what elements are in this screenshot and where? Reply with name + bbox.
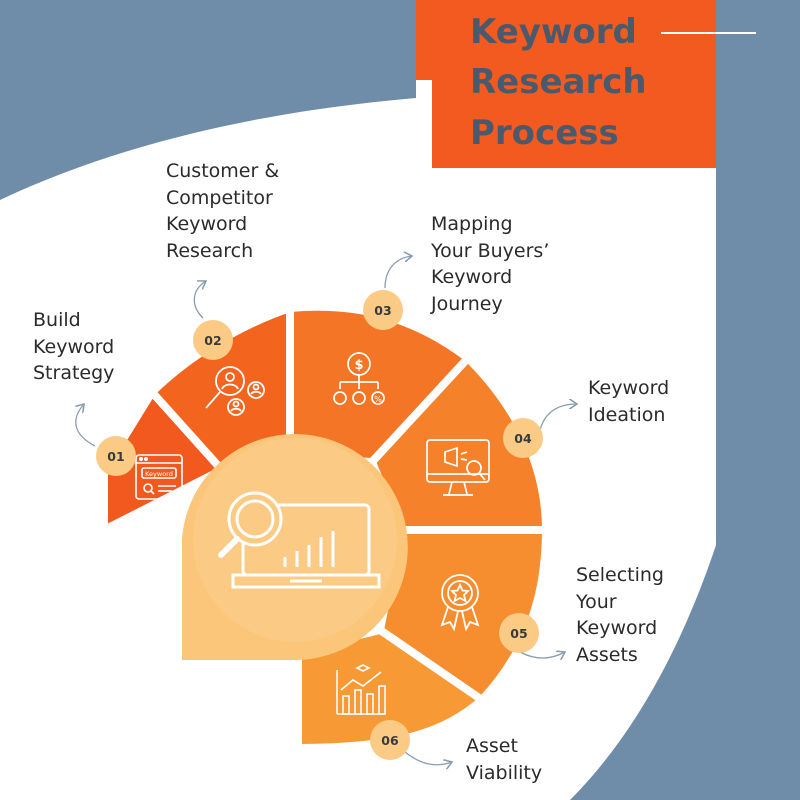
arrow-01 [76, 404, 96, 447]
people-search-icon [205, 366, 265, 416]
step-05-label: Selecting Your Keyword Assets [576, 564, 664, 666]
growth-chart-icon [336, 664, 386, 715]
title-line-2: Research [470, 62, 647, 102]
segments [100, 302, 551, 753]
step-01-label: Build Keyword Strategy [33, 309, 115, 384]
laptop-magnifier-icon [218, 491, 381, 589]
svg-text:$: $ [354, 358, 363, 373]
step-01-badge: 01 [96, 436, 136, 476]
arrow-05 [519, 652, 565, 658]
step-03-label: Mapping Your Buyers’ Keyword Journey [431, 213, 550, 315]
title-box-bg [416, 0, 716, 168]
award-ribbon-icon [440, 574, 480, 632]
svg-text:%: % [374, 395, 382, 404]
bg-blue-bottom-right [570, 470, 800, 800]
step-02-badge: 02 [193, 320, 233, 360]
step-03-badge: 03 [363, 290, 403, 330]
step-02-label: Customer & Competitor Keyword Research [166, 160, 280, 262]
bg-blue-top-left [0, 0, 416, 200]
monitor-megaphone-icon [426, 439, 490, 496]
title-line-1: Keyword [470, 12, 637, 52]
arrow-04 [539, 404, 577, 431]
step-04-badge: 04 [503, 418, 543, 458]
center-inner-circle [193, 438, 397, 642]
arrow-03 [384, 256, 412, 289]
dollar-flow-icon: $ % [333, 352, 385, 405]
step-06-badge: 06 [370, 720, 410, 760]
step-05-badge: 05 [499, 613, 539, 653]
step-04-label: Keyword Ideation [588, 377, 670, 426]
title-rule [661, 32, 756, 34]
title-line-3: Process [470, 113, 619, 153]
keyword-browser-icon: Keyword [135, 454, 183, 500]
arrow-06 [404, 751, 452, 765]
title-block: Keyword Research Process [416, 0, 800, 168]
title-box-notch [416, 80, 432, 168]
arrow-02 [193, 281, 206, 319]
step-06-label: Asset Viability [466, 735, 543, 784]
connector-arrows [76, 256, 577, 765]
keyword-tag-text: Keyword [145, 470, 173, 478]
